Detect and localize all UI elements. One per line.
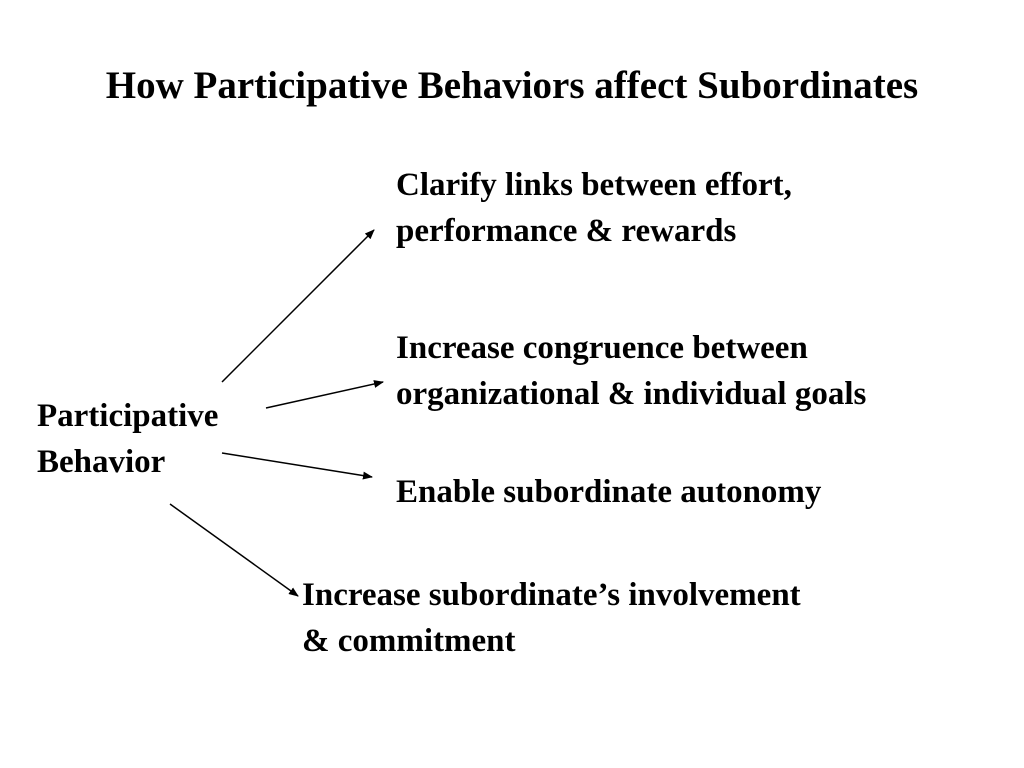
source-node-line: Participative [37, 398, 219, 434]
outcome-node-line: Increase congruence between [396, 330, 808, 366]
outcome-node-line: Increase subordinate’s involvement [302, 577, 801, 613]
outcome-node-clarify-links: Clarify links between effort, performanc… [396, 162, 792, 254]
source-node-participative-behavior: Participative Behavior [37, 393, 218, 485]
arrow-to-increase-involvement [169, 503, 299, 597]
outcome-node-increase-congruence: Increase congruence between organization… [396, 325, 866, 417]
outcome-node-line: Enable subordinate autonomy [396, 474, 822, 510]
outcome-node-enable-autonomy: Enable subordinate autonomy [396, 469, 821, 515]
arrow-to-enable-autonomy [221, 452, 373, 480]
arrow-to-increase-congruence [265, 380, 384, 409]
arrow-to-clarify-links [221, 229, 375, 383]
slide-title: How Participative Behaviors affect Subor… [105, 64, 919, 107]
outcome-node-increase-involvement: Increase subordinate’s involvement & com… [302, 572, 801, 664]
outcome-node-line: performance & rewards [396, 213, 737, 249]
outcome-node-line: organizational & individual goals [396, 376, 867, 412]
outcome-node-line: Clarify links between effort, [396, 167, 792, 203]
outcome-node-line: & commitment [302, 623, 516, 659]
source-node-line: Behavior [37, 444, 166, 480]
